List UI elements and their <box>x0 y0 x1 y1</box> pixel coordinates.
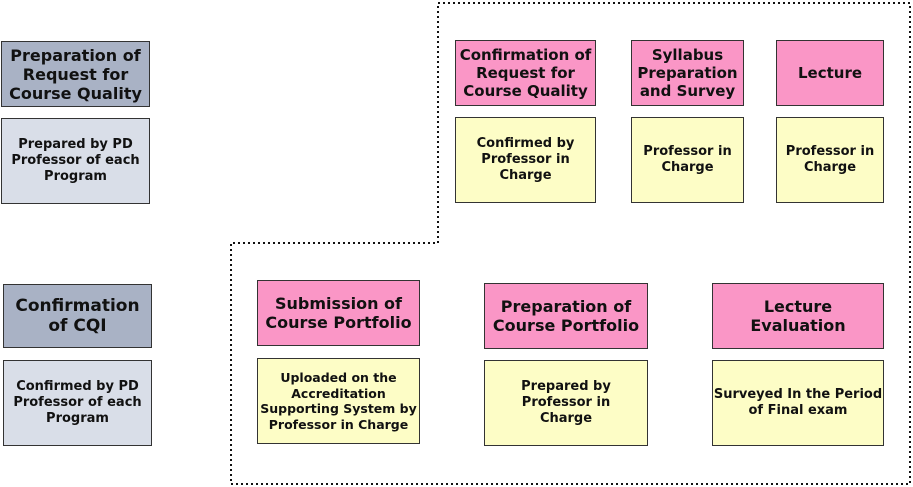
top-step2-title-text: Syllabus Preparation and Survey <box>637 46 738 100</box>
top-step1-title-text: Confirmation of Request for Course Quali… <box>459 46 592 100</box>
top-step2-title: Syllabus Preparation and Survey <box>631 40 744 106</box>
top-step3-desc-text: Professor in Charge <box>785 144 875 175</box>
left-step2-desc: Confirmed by PD Professor of each Progra… <box>3 360 152 446</box>
top-step3-title: Lecture <box>776 40 884 106</box>
bottom-step1-title: Submission of Course Portfolio <box>257 280 420 346</box>
bottom-step3-desc: Surveyed In the Period of Final exam <box>712 360 884 446</box>
left-step1-title: Preparation of Request for Course Qualit… <box>1 41 150 107</box>
left-step2-desc-text: Confirmed by PD Professor of each Progra… <box>13 379 142 426</box>
left-step1-desc: Prepared by PD Professor of each Program <box>1 118 150 204</box>
top-step3-title-text: Lecture <box>797 63 863 82</box>
top-step2-desc-text: Professor in Charge <box>643 144 732 175</box>
bottom-step3-desc-text: Surveyed In the Period of Final exam <box>713 387 883 418</box>
left-step2-title: Confirmation of CQI <box>3 284 152 348</box>
top-step2-desc: Professor in Charge <box>631 117 744 203</box>
left-step1-title-text: Preparation of Request for Course Qualit… <box>9 45 142 103</box>
left-step2-title-text: Confirmation of CQI <box>15 296 140 336</box>
bottom-step2-title-text: Preparation of Course Portfolio <box>492 297 640 335</box>
top-step1-title: Confirmation of Request for Course Quali… <box>455 40 596 106</box>
top-step1-desc: Confirmed by Professor in Charge <box>455 117 596 203</box>
bottom-step2-title: Preparation of Course Portfolio <box>484 283 648 349</box>
bottom-step2-desc-text: Prepared by Professor in Charge <box>521 379 611 426</box>
top-step3-desc: Professor in Charge <box>776 117 884 203</box>
bottom-step2-desc: Prepared by Professor in Charge <box>484 360 648 446</box>
bottom-step1-desc: Uploaded on the Accreditation Supporting… <box>257 358 420 444</box>
bottom-step3-title-text: Lecture Evaluation <box>750 297 846 335</box>
left-step1-desc-text: Prepared by PD Professor of each Program <box>11 137 140 184</box>
bottom-step1-title-text: Submission of Course Portfolio <box>265 294 412 332</box>
bottom-step3-title: Lecture Evaluation <box>712 283 884 349</box>
bottom-step1-desc-text: Uploaded on the Accreditation Supporting… <box>260 370 417 432</box>
top-step1-desc-text: Confirmed by Professor in Charge <box>476 136 575 183</box>
